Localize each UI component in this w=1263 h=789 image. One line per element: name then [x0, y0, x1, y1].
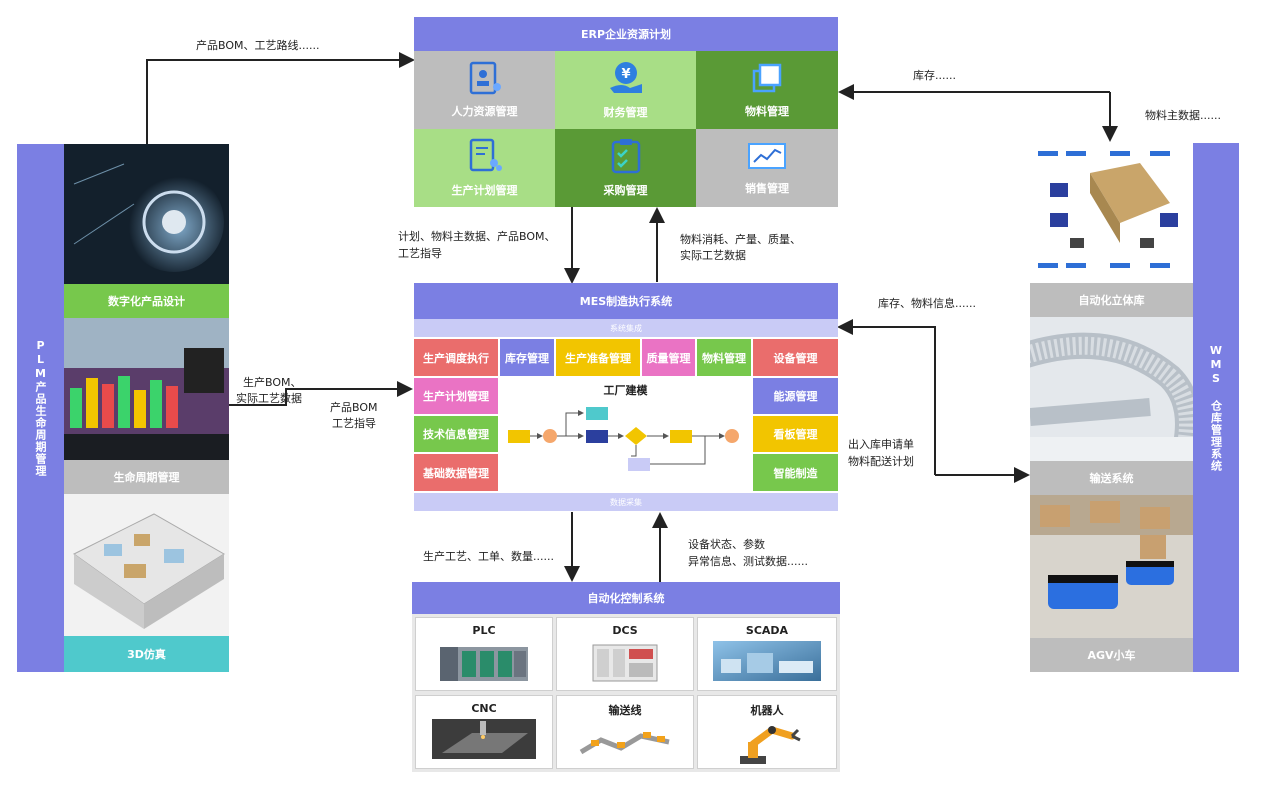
mes-title: MES制造执行系统 — [414, 283, 838, 319]
conveyor-image — [579, 732, 670, 755]
id-card-icon — [469, 61, 501, 95]
automation-panel: 自动化控制系统 PLC DCS SCADA CNC 输送线 机器人 — [412, 582, 840, 772]
device-dcs[interactable]: DCS — [556, 617, 694, 691]
erp-cell-material[interactable]: 物料管理 — [696, 51, 838, 129]
erp-cell-purchase[interactable]: 采购管理 — [555, 129, 696, 207]
device-scada[interactable]: SCADA — [697, 617, 837, 691]
mes-module-quality[interactable]: 质量管理 — [642, 339, 695, 376]
flow-label-erp-mes-1: 计划、物料主数据、产品BOM、 — [398, 230, 556, 243]
erp-cell-label: 人力资源管理 — [451, 105, 518, 118]
flow-label-plm-mid-2: 实际工艺数据 — [236, 392, 302, 405]
mes-module-smart-mfg[interactable]: 智能制造 — [753, 454, 838, 491]
flow-label-plm-mes-1: 产品BOM — [330, 401, 378, 414]
lifecycle-image — [64, 318, 229, 460]
erp-cell-label: 采购管理 — [603, 184, 648, 197]
plm-caption-lifecycle: 生命周期管理 — [64, 460, 229, 494]
agv-image — [1030, 495, 1193, 638]
wms-side-label: WMS 仓库管理系统 — [1193, 143, 1239, 672]
factory-modeling-panel: 工厂建模 — [500, 378, 751, 491]
erp-cell-sales[interactable]: 销售管理 — [696, 129, 838, 207]
mes-module-base-data[interactable]: 基础数据管理 — [414, 454, 498, 491]
mes-module-plan[interactable]: 生产计划管理 — [414, 378, 498, 414]
flow-label-wms-master-data: 物料主数据...... — [1145, 109, 1221, 122]
mes-panel: MES制造执行系统 系统集成 生产调度执行 库存管理 生产准备管理 质量管理 物… — [414, 283, 838, 511]
flow-label-erp-mes-2: 工艺指导 — [398, 247, 442, 260]
erp-panel: ERP企业资源计划 人力资源管理 ¥ 财务管理 物料管理 生产计划管理 采购管理… — [414, 17, 838, 207]
erp-cell-label: 销售管理 — [745, 182, 789, 195]
wms-caption-agv: AGV小车 — [1030, 638, 1193, 672]
mes-module-prep[interactable]: 生产准备管理 — [556, 339, 640, 376]
checklist-icon — [611, 139, 640, 174]
mes-module-kanban[interactable]: 看板管理 — [753, 416, 838, 452]
factory-flow-diagram — [508, 407, 739, 471]
auto-warehouse-image — [1030, 143, 1193, 283]
plm-side-label: PLM产品生命周期管理 — [17, 144, 64, 672]
document-users-icon — [469, 138, 502, 172]
mes-module-inventory[interactable]: 库存管理 — [500, 339, 554, 376]
device-label: PLC — [472, 624, 496, 637]
plm-caption-design: 数字化产品设计 — [64, 284, 229, 318]
wms-panel: 自动化立体库 输送系统 AGV小车 WMS 仓库管理系统 — [1030, 143, 1239, 672]
digital-design-image — [64, 144, 229, 284]
automation-title: 自动化控制系统 — [412, 582, 840, 614]
cnc-image — [432, 719, 536, 759]
flow-label-mes-wms-1: 出入库申请单 — [848, 438, 914, 451]
flow-label-wms-mes: 库存、物料信息...... — [878, 297, 976, 310]
wms-side-text: WMS 仓库管理系统 — [1209, 343, 1223, 472]
flow-label-mes-wms-2: 物料配送计划 — [848, 455, 914, 468]
plm-panel: PLM产品生命周期管理 数字化产品设计 生命周期管理 3D仿真 — [17, 144, 229, 672]
device-plc[interactable]: PLC — [415, 617, 553, 691]
device-label: 机器人 — [750, 704, 784, 717]
scada-image — [713, 641, 821, 681]
mes-module-material[interactable]: 物料管理 — [697, 339, 751, 376]
erp-title: ERP企业资源计划 — [414, 17, 838, 51]
device-label: 输送线 — [608, 704, 642, 717]
device-label: DCS — [612, 624, 638, 637]
flow-label-mes-erp-2: 实际工艺数据 — [680, 249, 746, 262]
flow-label-plm-mid-1: 生产BOM、 — [243, 376, 302, 389]
mes-module-tech-info[interactable]: 技术信息管理 — [414, 416, 498, 452]
stacked-squares-icon — [752, 63, 782, 93]
svg-text:¥: ¥ — [621, 67, 630, 82]
flow-label-auto-mes-2: 异常信息、测试数据...... — [688, 555, 808, 568]
plm-caption-3d: 3D仿真 — [64, 636, 229, 672]
erp-cell-label: 物料管理 — [745, 105, 789, 118]
device-label: SCADA — [745, 624, 789, 637]
factory-modeling-title: 工厂建模 — [603, 384, 648, 397]
arrow-plm-to-erp — [146, 52, 415, 144]
device-conveyor[interactable]: 输送线 — [556, 695, 694, 769]
mes-collection-bar: 数据采集 — [414, 493, 838, 511]
device-cnc[interactable]: CNC — [415, 695, 553, 769]
dcs-image — [592, 644, 658, 682]
3d-simulation-image — [64, 494, 229, 636]
erp-cell-finance[interactable]: ¥ 财务管理 — [555, 51, 696, 129]
mes-module-energy[interactable]: 能源管理 — [753, 378, 838, 414]
mes-module-scheduling[interactable]: 生产调度执行 — [414, 339, 498, 376]
wms-caption-conveyor: 输送系统 — [1030, 461, 1193, 495]
flow-label-auto-mes-1: 设备状态、参数 — [688, 538, 765, 551]
flow-label-plm-mes-2: 工艺指导 — [332, 417, 376, 430]
flow-label-mes-auto: 生产工艺、工单、数量...... — [423, 550, 554, 563]
wms-caption-warehouse: 自动化立体库 — [1030, 283, 1193, 317]
arrow-wms-to-mes — [837, 319, 936, 475]
plm-side-text: PLM产品生命周期管理 — [34, 339, 47, 477]
line-chart-icon — [748, 143, 786, 169]
flow-label-erp-wms-inventory: 库存...... — [913, 69, 956, 82]
flow-label-plm-erp: 产品BOM、工艺路线...... — [196, 39, 320, 52]
mes-integration-bar: 系统集成 — [414, 319, 838, 337]
erp-cell-hr[interactable]: 人力资源管理 — [414, 51, 555, 129]
money-hand-icon: ¥ — [609, 62, 642, 93]
device-label: CNC — [471, 702, 497, 715]
conveyor-system-image — [1030, 317, 1193, 461]
robot-arm-image — [740, 726, 801, 764]
mes-module-equipment[interactable]: 设备管理 — [753, 339, 838, 376]
erp-cell-production-plan[interactable]: 生产计划管理 — [414, 129, 555, 207]
erp-cell-label: 生产计划管理 — [451, 184, 518, 197]
arrow-plm-to-mes — [229, 381, 413, 406]
plc-image — [440, 647, 528, 681]
flow-label-mes-erp-1: 物料消耗、产量、质量、 — [680, 233, 801, 246]
device-robot[interactable]: 机器人 — [697, 695, 837, 769]
erp-cell-label: 财务管理 — [603, 106, 648, 119]
